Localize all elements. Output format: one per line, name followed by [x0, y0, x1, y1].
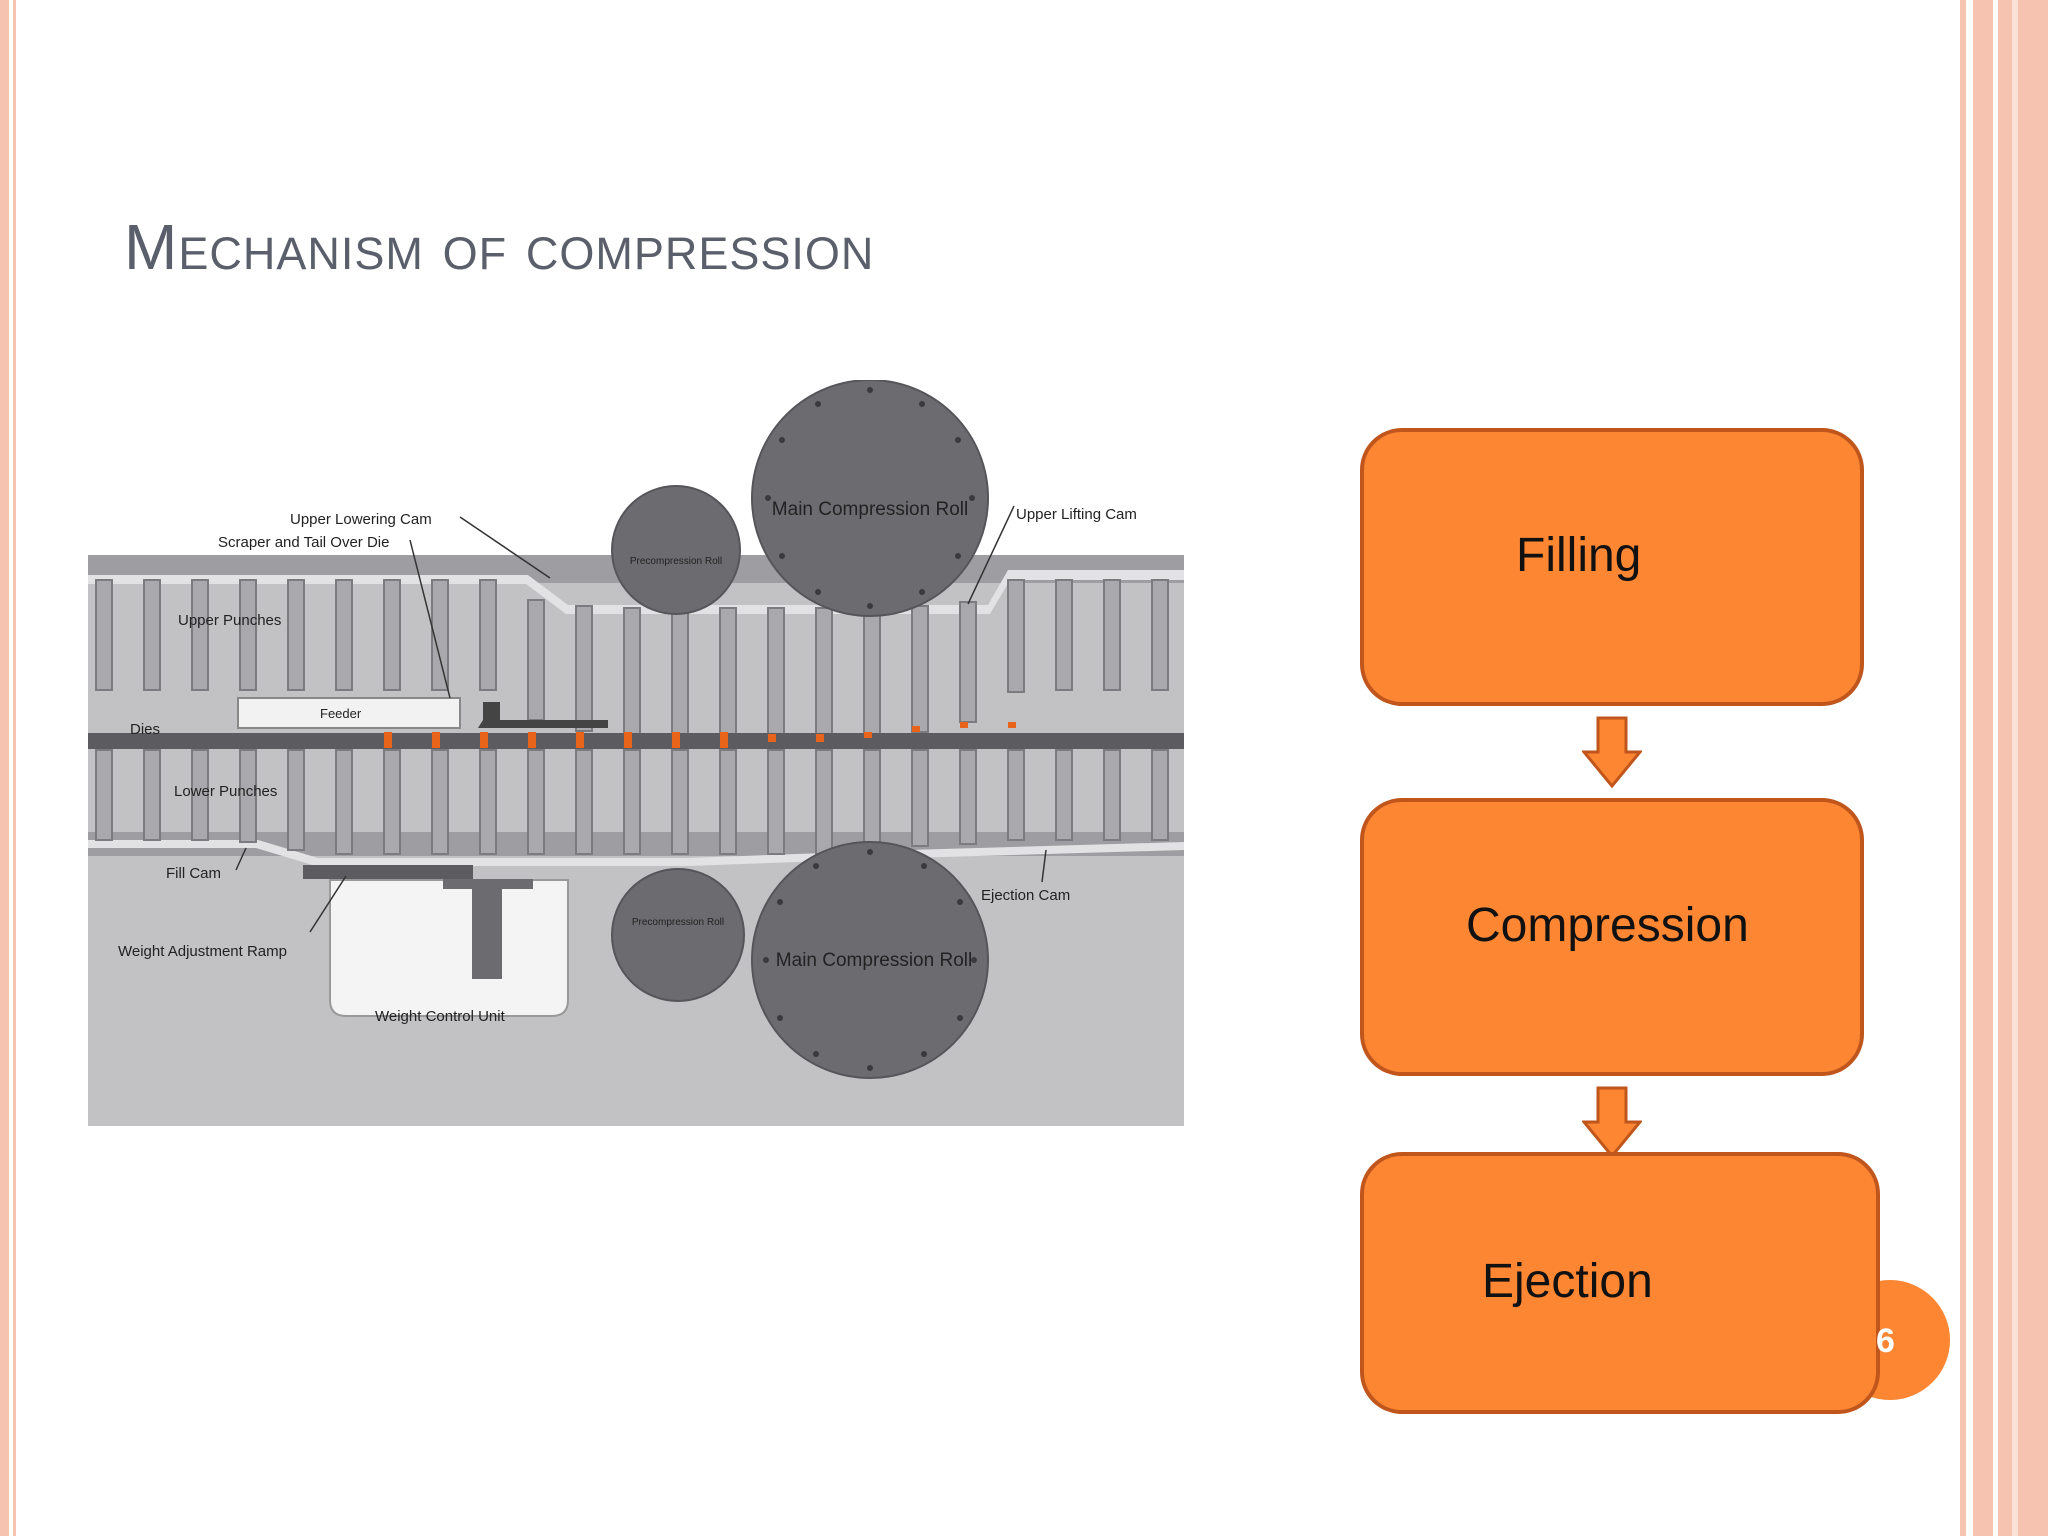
label-upper-lowering-cam: Upper Lowering Cam — [290, 511, 432, 528]
die-table — [88, 733, 1184, 749]
label-scraper: Scraper and Tail Over Die — [218, 534, 389, 551]
frame-border-left — [0, 0, 9, 1536]
tablet-press-diagram: Upper Lowering Cam Scraper and Tail Over… — [88, 380, 1184, 1126]
label-ejection-cam: Ejection Cam — [981, 887, 1070, 904]
flow-step-filling: Filling — [1360, 428, 1864, 706]
frame-border-right-thin — [1960, 0, 1966, 1536]
lower-main-compression-roll — [751, 841, 989, 1079]
label-upper-punches: Upper Punches — [178, 612, 281, 629]
upper-punches — [95, 579, 1169, 743]
frame-border-right-stripe — [2012, 0, 2018, 1536]
arrow-down-icon — [1582, 1086, 1642, 1158]
upper-main-compression-roll — [751, 380, 989, 617]
arrow-down-icon — [1582, 716, 1642, 788]
label-feeder: Feeder — [320, 706, 362, 721]
label-main-upper: Main Compression Roll — [772, 499, 968, 520]
frame-border-right-outer — [1998, 0, 2048, 1536]
label-precomp-lower: Precompression Roll — [632, 917, 724, 928]
frame-border-left-thin — [13, 0, 16, 1536]
flow-step-label: Filling — [1516, 529, 1642, 582]
feeder — [237, 697, 461, 729]
label-lower-punches: Lower Punches — [174, 783, 277, 800]
label-upper-lifting-cam: Upper Lifting Cam — [1016, 506, 1137, 523]
label-weight-ramp: Weight Adjustment Ramp — [118, 943, 287, 960]
frame-border-right — [1973, 0, 1993, 1536]
label-fill-cam: Fill Cam — [166, 865, 221, 882]
upper-precompression-roll — [611, 485, 741, 615]
flow-step-label: Compression — [1466, 899, 1749, 952]
slide-title: Mechanism of compression — [124, 211, 875, 283]
label-main-lower: Main Compression Roll — [776, 950, 972, 971]
flow-step-label: Ejection — [1482, 1255, 1653, 1308]
flow-step-ejection: Ejection — [1360, 1152, 1880, 1414]
page-number: 6 — [1876, 1322, 1895, 1360]
label-weight-unit: Weight Control Unit — [375, 1008, 506, 1025]
flow-step-compression: Compression — [1360, 798, 1864, 1076]
lower-punches — [95, 749, 1169, 855]
lower-precompression-roll — [611, 868, 745, 1002]
label-precomp-upper: Precompression Roll — [630, 556, 722, 567]
label-dies: Dies — [130, 721, 160, 738]
